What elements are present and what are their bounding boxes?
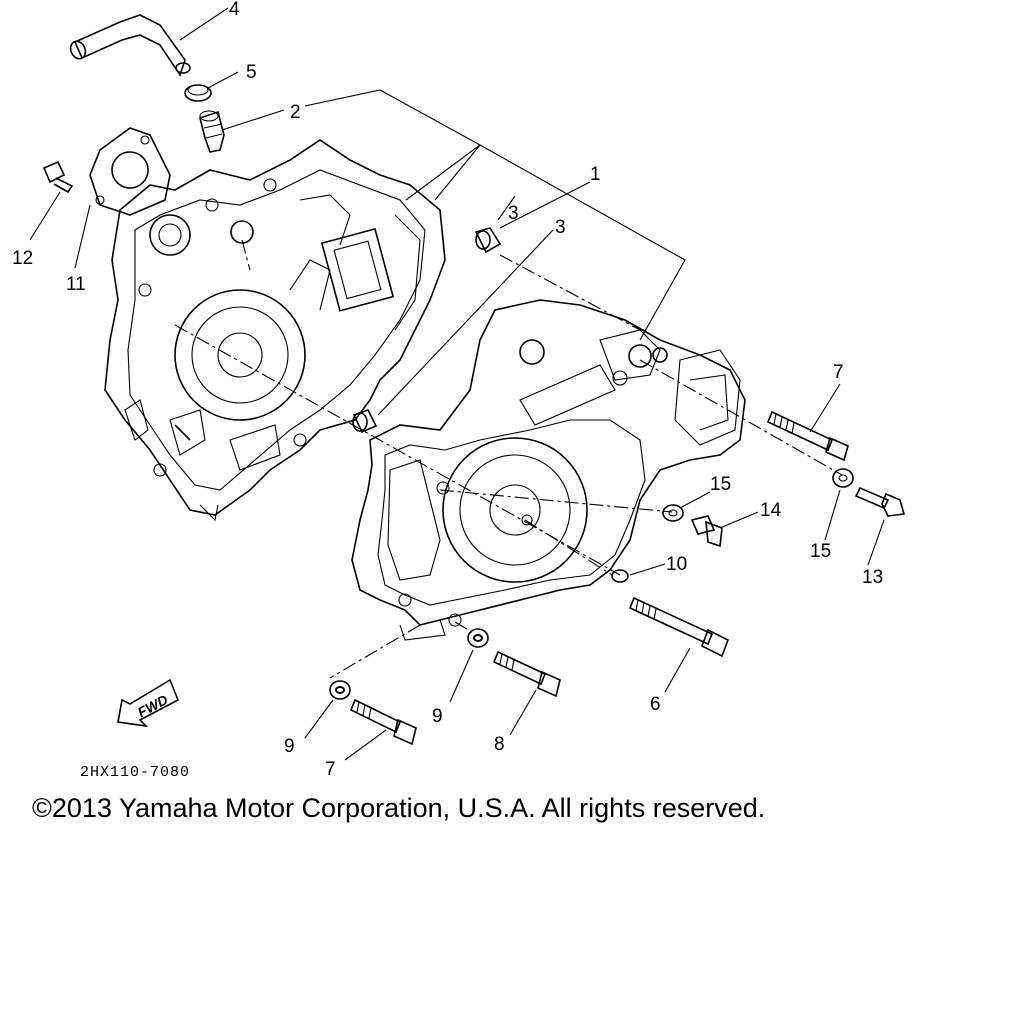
callout-13: 13: [862, 567, 883, 588]
callout-6: 6: [650, 694, 661, 715]
drawing-code: 2HX110-7080: [80, 764, 190, 781]
callout-7-upper: 7: [833, 362, 844, 383]
washer-9-upper: [467, 628, 489, 648]
callout-9-upper: 9: [432, 706, 443, 727]
alignment-lines: [174, 239, 843, 679]
callout-7-lower: 7: [325, 759, 336, 780]
callout-1: 1: [590, 164, 601, 185]
callout-12: 12: [12, 248, 33, 269]
long-bolt-7-upper: [766, 410, 849, 462]
washer-15-a: [662, 504, 684, 522]
callout-5: 5: [246, 62, 257, 83]
callout-4: 4: [229, 0, 240, 20]
dowel-pin-lower: [352, 409, 378, 434]
fwd-arrow-icon: FWD: [117, 678, 180, 728]
hose-clip: [184, 84, 212, 102]
o-ring-10: [611, 569, 629, 583]
breather-hose: [69, 14, 191, 77]
cover-plate: [89, 127, 171, 216]
dowel-pin-upper: [474, 227, 502, 254]
callout-10: 10: [666, 554, 687, 575]
long-bolt-6: [628, 596, 730, 658]
callout-9-lower: 9: [284, 736, 295, 757]
breather-fitting: [199, 110, 225, 153]
callout-11: 11: [66, 274, 86, 295]
washer-9-lower: [329, 680, 351, 700]
bolt-7-lower: [349, 698, 417, 746]
bolt-13: [854, 486, 906, 517]
bolt-8: [492, 650, 561, 698]
leader-lines: [29, 7, 885, 761]
washer-15-b: [832, 468, 854, 488]
left-crankcase-half: [104, 139, 446, 522]
callout-3-upper: 3: [508, 203, 519, 224]
callout-14: 14: [760, 500, 782, 521]
callout-3-lower: 3: [555, 217, 566, 238]
callout-8: 8: [494, 734, 505, 755]
callout-15-b: 15: [810, 541, 831, 562]
right-crankcase-half: [351, 299, 746, 641]
copyright-notice: ©2013 Yamaha Motor Corporation, U.S.A. A…: [32, 793, 766, 823]
fwd-label: FWD: [135, 691, 171, 720]
callout-2: 2: [290, 102, 301, 123]
callout-labels: 4 5 2 1 3 3 12 11 7 15 14 15 13 10 6 9 9…: [12, 0, 883, 780]
bolt-12: [42, 160, 74, 194]
callout-15-a: 15: [710, 474, 731, 495]
bolt-14: [690, 515, 723, 548]
